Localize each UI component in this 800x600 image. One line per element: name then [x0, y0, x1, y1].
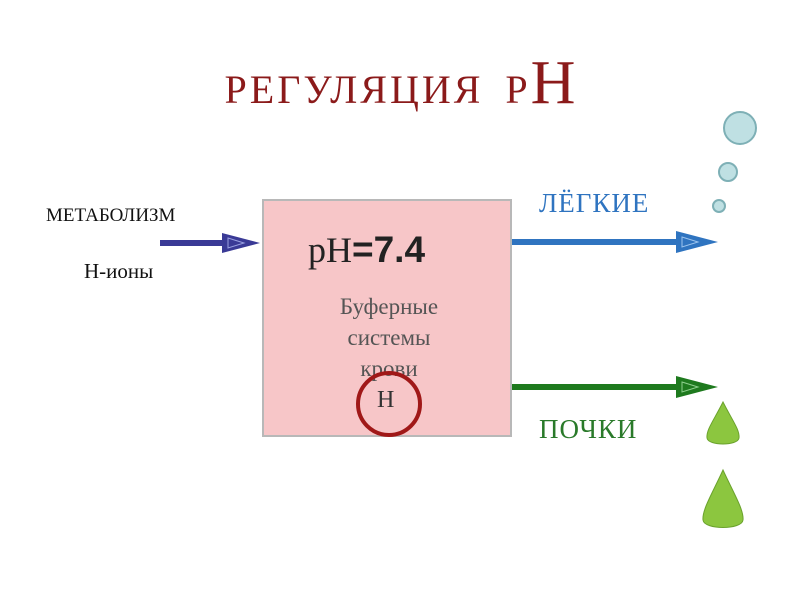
bubble-large — [723, 111, 757, 145]
lungs-arrow — [512, 231, 718, 253]
drop-upper — [706, 400, 740, 445]
buffer-box: рН=7.4 Буферные системы крови Н — [262, 199, 512, 437]
h-ions-label: Н-ионы — [84, 259, 154, 283]
gas-bubbles — [712, 111, 757, 213]
h-circle — [356, 371, 422, 437]
ph-readout: рН=7.4 — [308, 229, 425, 271]
h-circle-letter: Н — [377, 387, 395, 413]
buffer-line-1: Буферные — [339, 294, 439, 319]
title-main: РЕГУЛЯЦИЯ — [224, 67, 484, 112]
kidneys-arrow — [512, 376, 718, 398]
drop-lower — [702, 468, 744, 528]
lungs-label: ЛЁГКИЕ — [539, 188, 650, 218]
water-drops — [702, 400, 744, 528]
buffer-line-3: крови — [360, 356, 418, 381]
ph-value: =7.4 — [352, 229, 426, 270]
page-title: РЕГУЛЯЦИЯ РН — [0, 48, 800, 119]
metabolism-label: МЕТАБОЛИЗМ — [46, 205, 176, 226]
title-p: Р — [505, 67, 531, 112]
kidneys-label: ПОЧКИ — [539, 414, 638, 444]
bubble-medium — [718, 162, 738, 182]
title-h: Н — [530, 49, 576, 117]
buffer-line-2: системы — [347, 325, 431, 350]
bubble-small — [712, 199, 726, 213]
input-arrow — [160, 233, 260, 253]
buffer-systems-text: Буферные системы крови — [264, 291, 514, 384]
ph-label: рН — [308, 230, 352, 270]
